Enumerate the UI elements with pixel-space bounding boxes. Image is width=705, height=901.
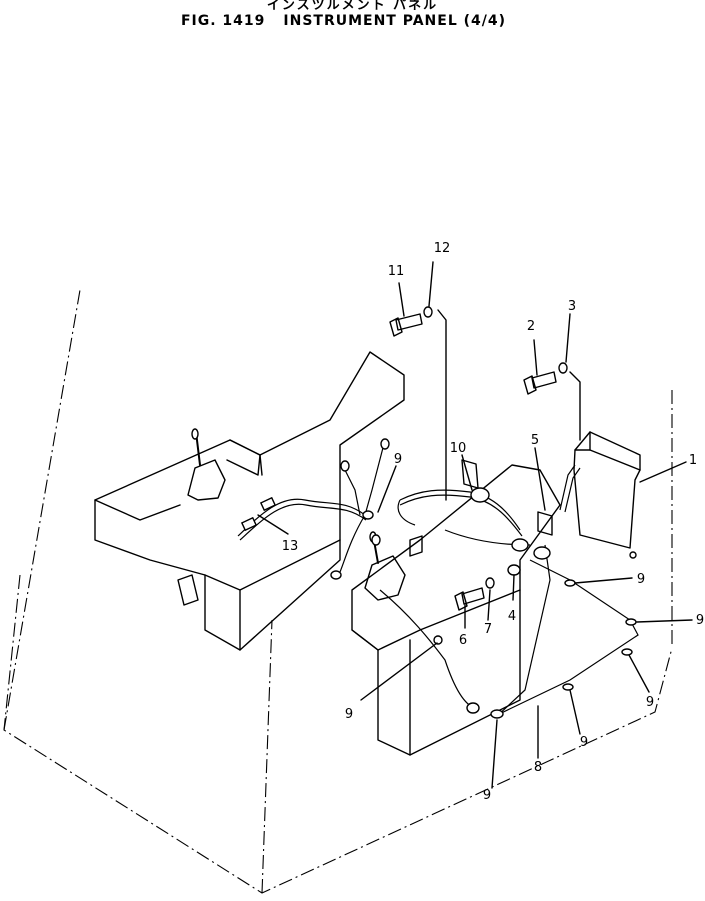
washer-item-7 [485, 577, 495, 589]
figure-caption: FIG. 1419 INSTRUMENT PANEL (4/4) [0, 13, 705, 29]
callout-2: 2 [527, 319, 535, 334]
japanese-title: インスツルメント パネル [266, 0, 439, 13]
control-box [573, 431, 641, 559]
right-console [351, 464, 561, 756]
wiring-harness [237, 438, 639, 719]
callout-labels: 1 2 3 4 5 6 7 8 9 9 9 9 9 9 9 10 11 12 1… [282, 241, 704, 803]
figure-title: INSTRUMENT PANEL (4/4) [283, 13, 507, 29]
callout-9-right-upper: 9 [637, 572, 645, 587]
figure-number: FIG. 1419 [180, 13, 266, 29]
callout-1: 1 [689, 453, 697, 468]
callout-8: 8 [534, 760, 542, 775]
callout-6: 6 [459, 633, 467, 648]
callout-9-top: 9 [394, 452, 402, 467]
callout-9-bottom: 9 [483, 788, 491, 803]
machine-outline [3, 289, 673, 894]
callout-7: 7 [484, 622, 492, 637]
bolt-item-2 [523, 371, 557, 395]
callout-13: 13 [282, 539, 299, 554]
callout-9-right: 9 [696, 613, 704, 628]
callout-10: 10 [450, 441, 467, 456]
callout-3: 3 [568, 299, 576, 314]
leader-lines [257, 261, 693, 789]
bolt-item-11 [389, 313, 423, 337]
bolt-item-6 [454, 587, 485, 611]
callout-4: 4 [508, 609, 516, 624]
washer-item-12 [423, 306, 433, 318]
left-console [94, 351, 405, 651]
callout-12: 12 [434, 241, 451, 256]
callout-5: 5 [531, 433, 539, 448]
callout-9-left: 9 [345, 707, 353, 722]
washer-item-3 [558, 362, 568, 374]
callout-9-bottom-right: 9 [580, 735, 588, 750]
callout-11: 11 [388, 264, 405, 279]
callout-9-right-lower: 9 [646, 695, 654, 710]
